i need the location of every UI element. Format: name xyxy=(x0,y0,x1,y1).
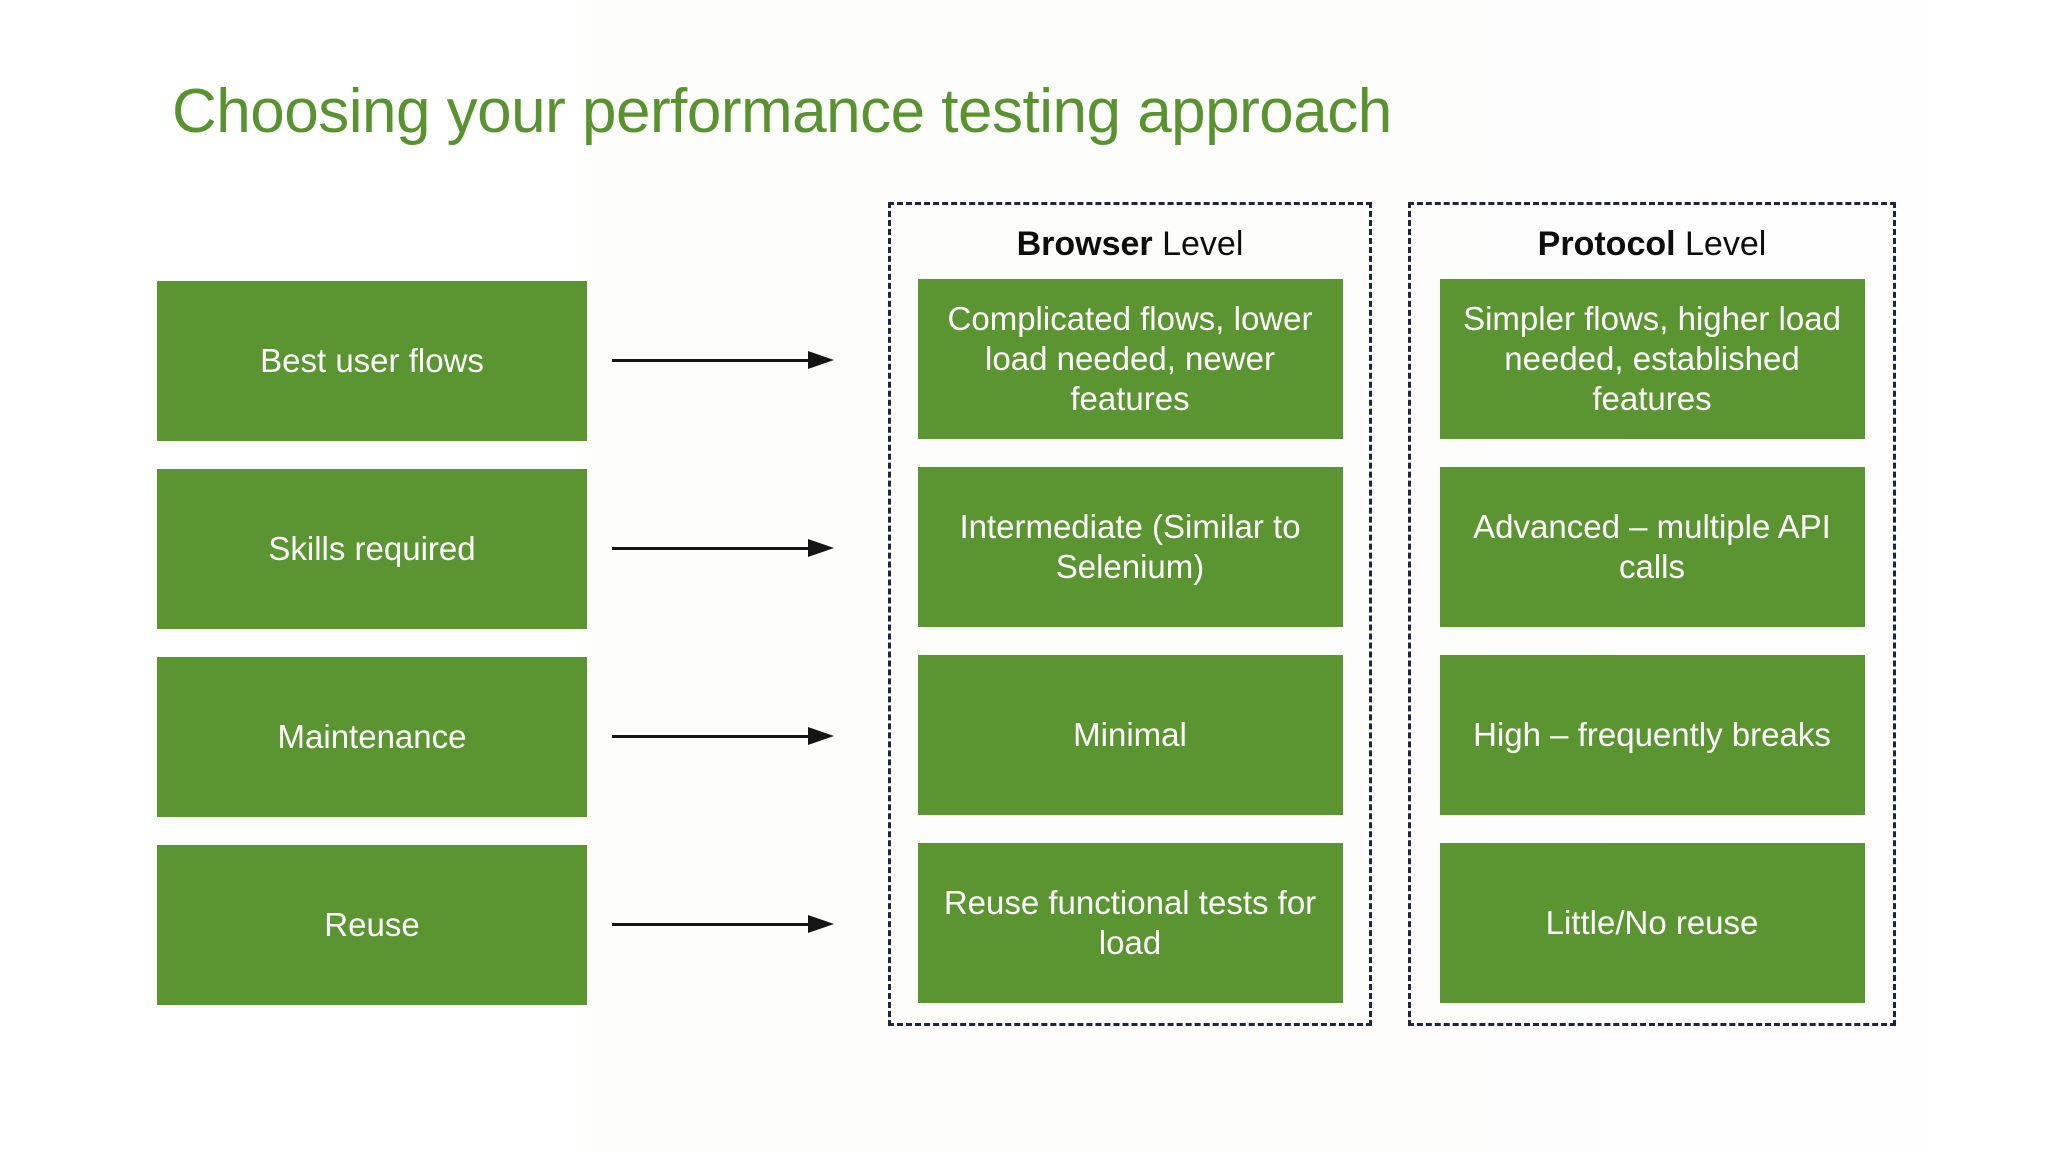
panel-browser-heading: Browser Level xyxy=(891,225,1369,264)
panel-protocol-heading-strong: Protocol xyxy=(1537,225,1676,263)
arrow-icon-row-2 xyxy=(612,537,842,561)
criteria-cell-maintenance: Maintenance xyxy=(157,657,587,817)
criteria-cell-best-user-flows: Best user flows xyxy=(157,281,587,441)
arrow-icon-row-4 xyxy=(612,913,842,937)
panel-browser-heading-strong: Browser xyxy=(1016,225,1153,263)
protocol-value-cell-2: Advanced – multiple API calls xyxy=(1439,467,1865,627)
arrow-icon-row-1 xyxy=(612,349,842,373)
arrow-head xyxy=(808,915,834,933)
arrow-head xyxy=(808,539,834,557)
protocol-value-cell-3: High – frequently breaks xyxy=(1439,655,1865,815)
panel-protocol-heading: Protocol Level xyxy=(1411,225,1893,264)
protocol-value-text: Simpler flows, higher load needed, estab… xyxy=(1463,299,1841,418)
criteria-label: Best user flows xyxy=(260,342,484,380)
arrow-shaft xyxy=(612,735,812,738)
protocol-value-cell-4: Little/No reuse xyxy=(1439,843,1865,1003)
arrow-shaft xyxy=(612,923,812,926)
browser-value-text: Intermediate (Similar to Selenium) xyxy=(959,507,1301,585)
panel-protocol-level: Protocol Level Simpler flows, higher loa… xyxy=(1408,202,1896,1026)
browser-value-column: Complicated flows, lower load needed, ne… xyxy=(891,279,1369,1003)
browser-value-text: Minimal xyxy=(1073,715,1187,753)
criteria-cell-reuse: Reuse xyxy=(157,845,587,1005)
panel-protocol-heading-rest: Level xyxy=(1675,225,1767,263)
panel-browser-heading-rest: Level xyxy=(1152,225,1244,263)
page-title: Choosing your performance testing approa… xyxy=(172,77,1392,146)
criteria-cell-skills-required: Skills required xyxy=(157,469,587,629)
browser-value-cell-3: Minimal xyxy=(917,655,1343,815)
browser-value-cell-4: Reuse functional tests for load xyxy=(917,843,1343,1003)
criteria-column: Best user flows Skills required Maintena… xyxy=(157,281,587,1005)
browser-value-text: Complicated flows, lower load needed, ne… xyxy=(947,299,1313,418)
criteria-label: Skills required xyxy=(268,530,476,568)
browser-value-cell-2: Intermediate (Similar to Selenium) xyxy=(917,467,1343,627)
protocol-value-column: Simpler flows, higher load needed, estab… xyxy=(1411,279,1893,1003)
criteria-label: Maintenance xyxy=(277,718,467,756)
browser-value-cell-1: Complicated flows, lower load needed, ne… xyxy=(917,279,1343,439)
arrow-icon-row-3 xyxy=(612,725,842,749)
arrow-head xyxy=(808,351,834,369)
arrow-shaft xyxy=(612,359,812,362)
browser-value-text: Reuse functional tests for load xyxy=(943,883,1317,961)
protocol-value-cell-1: Simpler flows, higher load needed, estab… xyxy=(1439,279,1865,439)
panel-browser-level: Browser Level Complicated flows, lower l… xyxy=(888,202,1372,1026)
arrow-shaft xyxy=(612,547,812,550)
protocol-value-text: High – frequently breaks xyxy=(1473,715,1831,753)
protocol-value-text: Advanced – multiple API calls xyxy=(1473,507,1831,585)
protocol-value-text: Little/No reuse xyxy=(1545,903,1759,941)
arrow-head xyxy=(808,727,834,745)
criteria-label: Reuse xyxy=(324,906,420,944)
